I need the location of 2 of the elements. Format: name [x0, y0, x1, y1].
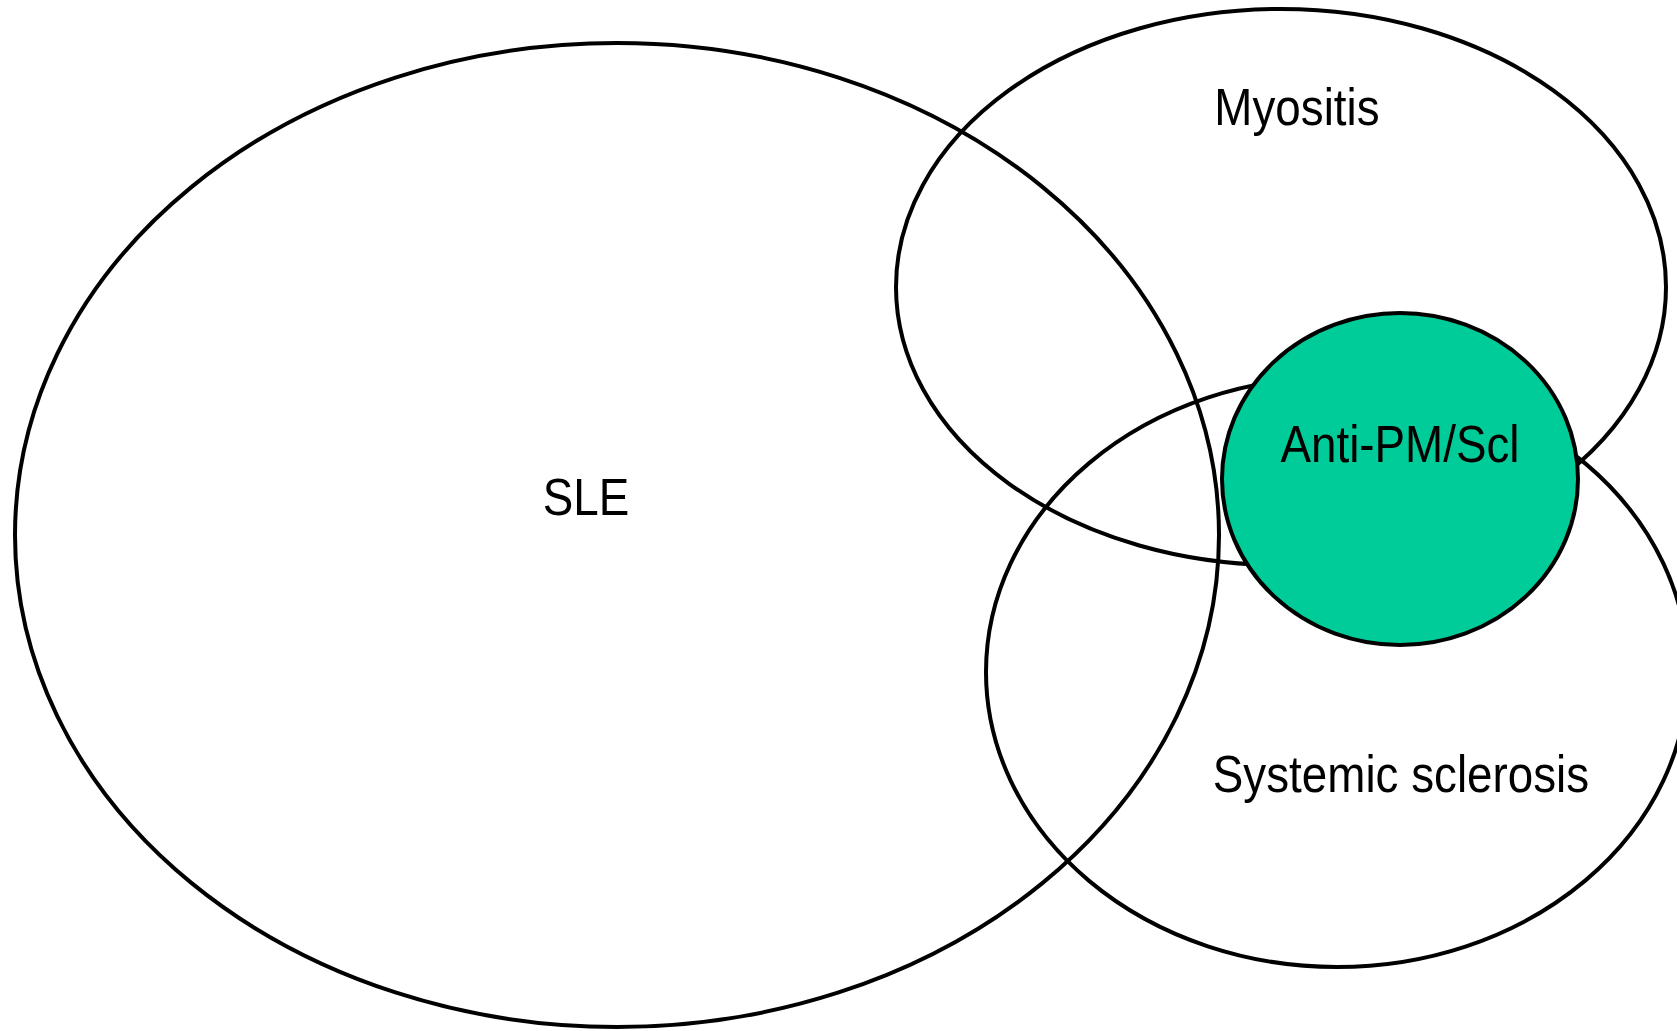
- set-label: SLE: [542, 471, 630, 523]
- set-label: Anti-PM/Scl: [1280, 418, 1520, 470]
